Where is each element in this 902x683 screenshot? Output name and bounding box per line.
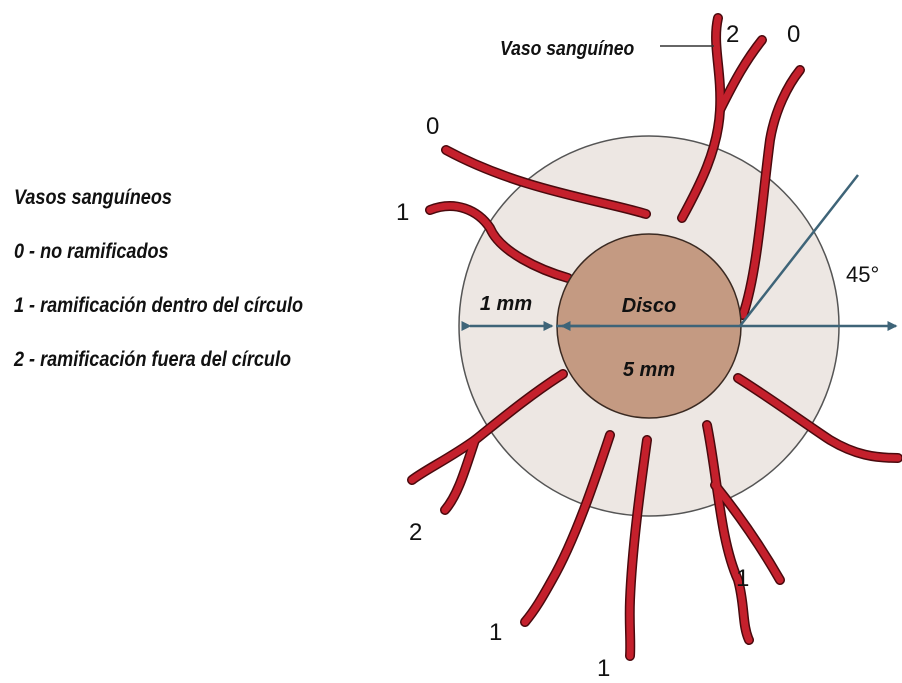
score-bottom-left: 1 bbox=[489, 619, 502, 646]
score-left: 1 bbox=[396, 199, 409, 226]
legend-title: Vasos sanguíneos bbox=[14, 178, 303, 232]
score-bottom-center: 1 bbox=[597, 655, 610, 682]
score-upper-left: 0 bbox=[426, 113, 439, 140]
disc-label: Disco bbox=[622, 295, 676, 317]
legend: Vasos sanguíneos 0 - no ramificados 1 - … bbox=[14, 178, 303, 394]
score-lower-left: 2 bbox=[409, 519, 422, 546]
angle-label: 45° bbox=[846, 262, 879, 287]
score-bottom-right: 1 bbox=[736, 565, 749, 592]
legend-item-0: 0 - no ramificados bbox=[14, 232, 303, 286]
ring-width-label: 1 mm bbox=[480, 293, 532, 315]
score-top-right: 0 bbox=[787, 21, 800, 48]
legend-item-2: 2 - ramificación fuera del círculo bbox=[14, 340, 303, 394]
vessel-label: Vaso sanguíneo bbox=[500, 37, 634, 59]
disc-size-label: 5 mm bbox=[623, 359, 675, 381]
legend-item-1: 1 - ramificación dentro del círculo bbox=[14, 286, 303, 340]
score-top-center: 2 bbox=[726, 21, 739, 48]
